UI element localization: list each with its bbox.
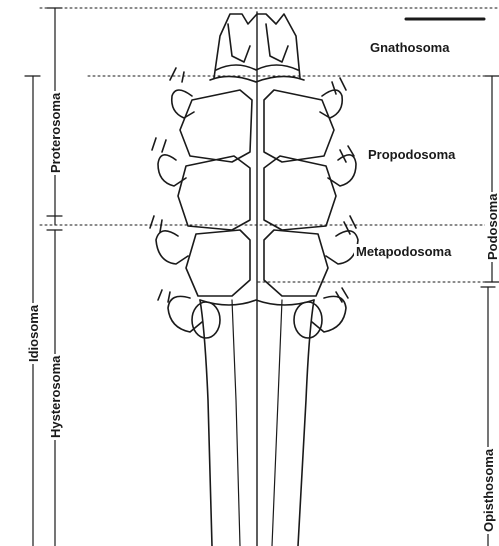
label-hysterosoma: Hysterosoma	[48, 354, 63, 440]
left-brackets	[25, 8, 62, 546]
plate-right-upper	[264, 90, 334, 162]
label-gnathosoma: Gnathosoma	[368, 40, 451, 55]
plate-left-lower	[186, 230, 250, 296]
plate-left-upper	[180, 90, 252, 162]
plate-right-lower	[264, 230, 328, 296]
plate-right-mid	[264, 156, 336, 230]
legs-left	[150, 68, 220, 338]
label-opisthosoma: Opisthosoma	[481, 447, 496, 534]
plate-left-mid	[178, 156, 250, 230]
legs-right	[294, 78, 358, 338]
label-propodosoma: Propodosoma	[366, 147, 457, 162]
label-metapodosoma: Metapodosoma	[354, 244, 453, 259]
mite-body	[150, 12, 358, 546]
label-proterosoma: Proterosoma	[48, 91, 63, 175]
label-podosoma: Podosoma	[485, 192, 499, 262]
label-idiosoma: Idiosoma	[26, 303, 41, 364]
